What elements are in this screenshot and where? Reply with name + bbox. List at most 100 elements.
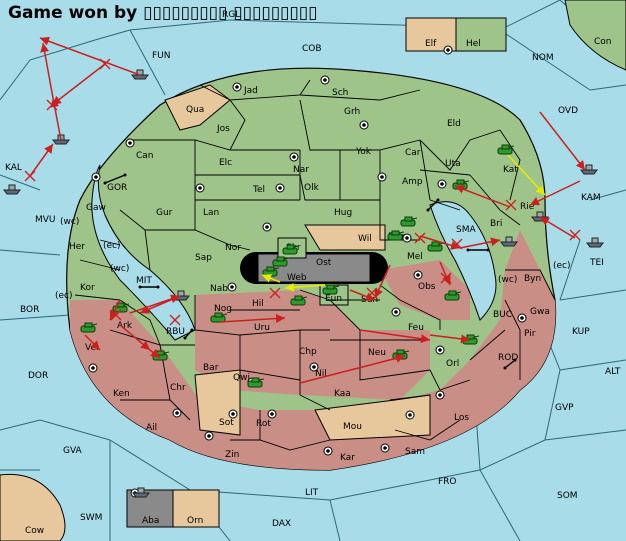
move-order-arrow [219, 314, 286, 324]
label-qua: Qua [186, 105, 204, 115]
sea-border [559, 239, 581, 301]
province-orn [172, 489, 220, 528]
label-obs: Obs [418, 282, 436, 292]
strait-end [123, 173, 127, 177]
failed-order-x [169, 314, 181, 326]
label-pir: Pir [524, 329, 536, 339]
label-yok: Yok [355, 147, 372, 157]
label-hug: Hug [334, 208, 352, 218]
borders [74, 79, 556, 451]
label-eld: Eld [447, 119, 461, 129]
label-gva: GVA [63, 446, 83, 456]
tank-gun [221, 313, 228, 316]
province-qua [164, 84, 231, 131]
strait-end [503, 366, 507, 370]
tank-gun [91, 323, 98, 326]
label-ken: Ken [113, 389, 130, 399]
failed-order-x [451, 238, 463, 250]
tank-turret [456, 179, 465, 185]
label-kam: KAM [581, 193, 601, 203]
province-border [359, 330, 431, 381]
failed-order-x [366, 287, 378, 299]
tank-gun [163, 351, 170, 354]
tank-gun [403, 350, 410, 353]
boat-hull [132, 492, 150, 498]
fleet-unit [500, 236, 518, 247]
label-sot: Sot [219, 418, 234, 428]
label-her: Her [69, 242, 85, 252]
tank-turret [404, 216, 413, 222]
fleet-unit [132, 487, 150, 498]
strait-end [426, 208, 430, 212]
red-territory [70, 230, 556, 470]
tank-turret [396, 349, 405, 355]
label-kal: KAL [5, 163, 22, 173]
sea-border [229, 19, 401, 26]
label-dor: DOR [28, 371, 48, 381]
label-uta: Uta [445, 159, 461, 169]
label-qwi: Qwi [233, 373, 250, 383]
coast-label: (ec) [553, 261, 571, 271]
province-border [195, 174, 380, 201]
label-vei: Vei [85, 343, 99, 353]
label-dax: DAX [272, 519, 291, 529]
province-sot [194, 369, 241, 436]
move-order-arrow [84, 334, 101, 351]
label-web: Web [287, 273, 307, 283]
province-border [79, 259, 121, 271]
label-amp: Amp [402, 177, 423, 187]
supply-center-core [278, 186, 282, 190]
label-kat: Kat [503, 165, 518, 175]
label-tel: Tel [252, 185, 265, 195]
label-lan: Lan [203, 208, 219, 218]
label-fun: FUN [152, 51, 171, 61]
supply-center-core [440, 182, 444, 186]
move-order-arrow [419, 235, 461, 250]
province-mou [314, 394, 431, 441]
failed-order-x [414, 232, 426, 244]
move-order-arrow [29, 143, 54, 177]
failed-order-x [24, 170, 36, 182]
boat-cabin [505, 236, 513, 243]
label-rod: ROD [498, 353, 518, 363]
province-border [469, 174, 521, 226]
label-nor: Nor [225, 243, 241, 253]
label-grh: Grh [344, 107, 360, 117]
strait-connector [104, 174, 126, 184]
sea-border [589, 84, 626, 91]
move-order-arrow [50, 97, 62, 141]
army-unit [427, 241, 445, 252]
tank-turret [391, 230, 400, 236]
center-gray [257, 253, 371, 283]
tank-turret [286, 244, 295, 250]
tank-turret [326, 284, 335, 290]
label-ovd: OVD [558, 106, 578, 116]
failed-order-x [569, 229, 581, 241]
province-border [199, 84, 246, 151]
boat-hull [500, 241, 518, 247]
sea-border [129, 29, 166, 96]
label-bor: BOR [20, 305, 39, 315]
supply-center-core [230, 285, 234, 289]
sea-border [0, 249, 61, 256]
province-border [469, 329, 506, 361]
supply-center-core [394, 310, 398, 314]
supply-center-core [198, 186, 202, 190]
label-sma: SMA [456, 225, 476, 235]
sea-border [0, 39, 96, 101]
move-order-arrow [374, 264, 391, 299]
province-border [499, 129, 521, 201]
move-order-arrow [119, 324, 151, 351]
boat-hull [131, 74, 149, 80]
label-gwa: Gwa [530, 307, 550, 317]
army-unit [290, 295, 308, 306]
boat-hull [580, 169, 598, 175]
strait-end [466, 248, 470, 252]
fleet-unit [586, 237, 604, 248]
tank-gun [463, 180, 470, 183]
label-cow: Cow [25, 526, 44, 536]
strait-end [513, 358, 517, 362]
coast-label: (wc) [60, 217, 79, 227]
